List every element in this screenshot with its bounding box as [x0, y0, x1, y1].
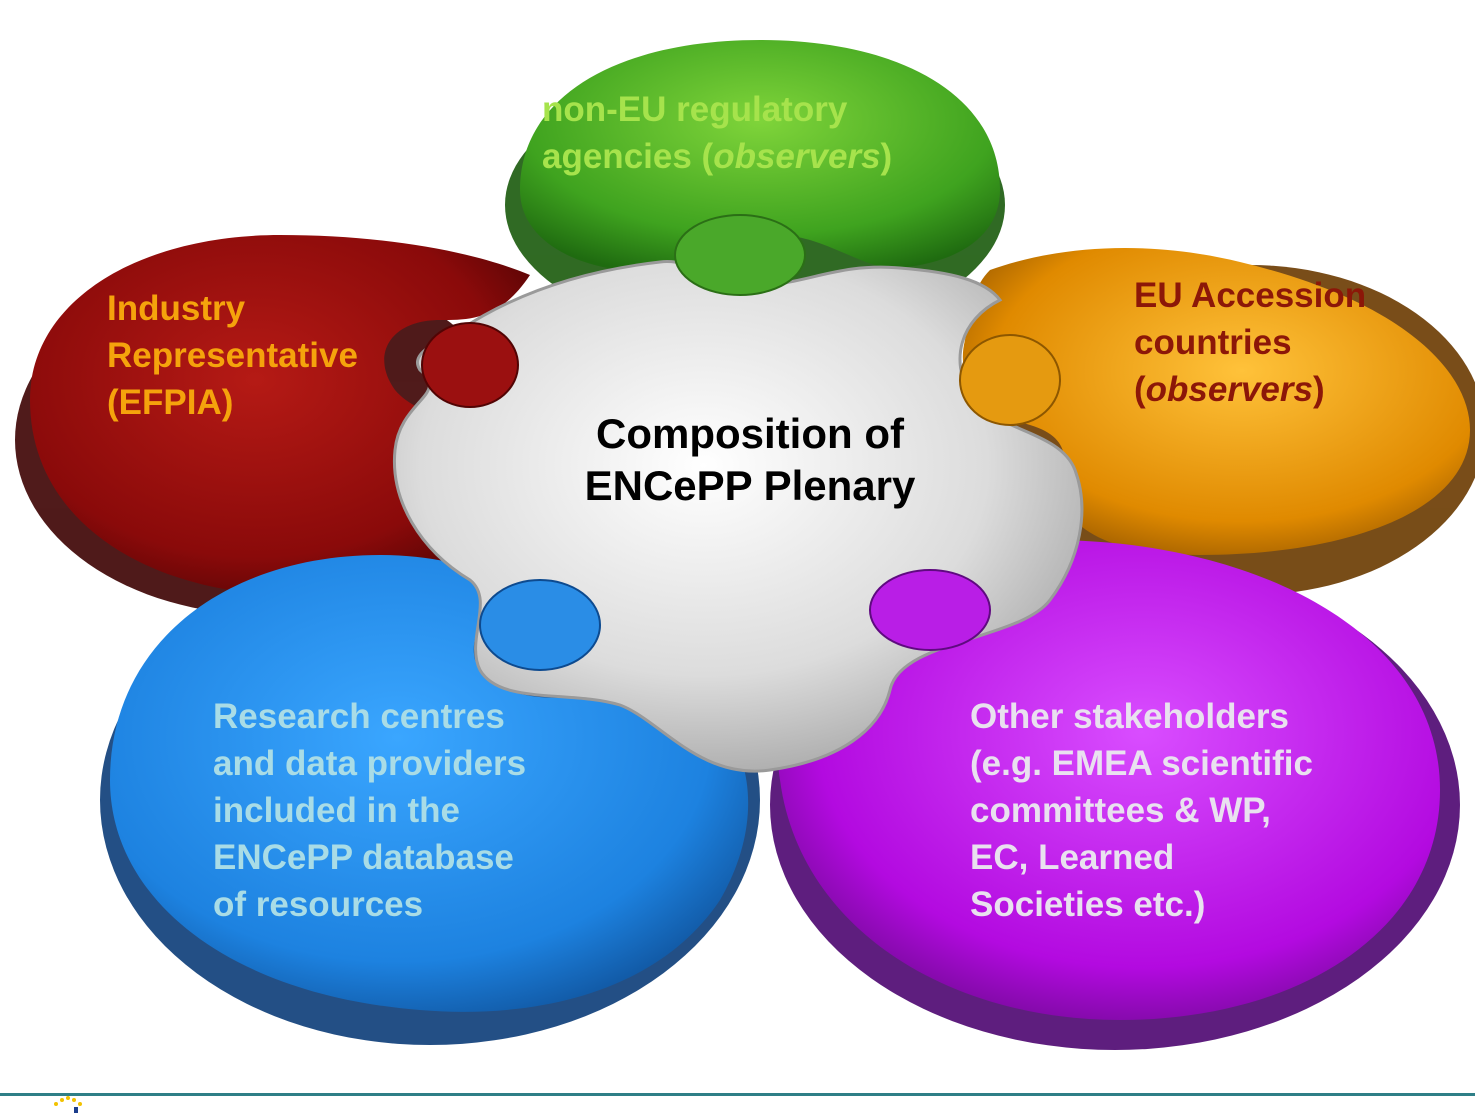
- label-blue-text: included in the: [213, 791, 460, 830]
- label-purple-text: Societies etc.): [970, 885, 1206, 924]
- label-orange-text: (: [1134, 370, 1146, 409]
- label-purple-text: (e.g. EMEA scientific: [970, 744, 1313, 783]
- label-red-text: Industry: [107, 289, 246, 328]
- label-orange-text: EU Accession: [1134, 276, 1367, 315]
- label-green-text: ): [880, 137, 893, 176]
- label-orange: EU Accession countries (observers): [1134, 272, 1366, 413]
- segment-green: [520, 40, 1000, 272]
- label-orange-text: countries: [1134, 323, 1292, 362]
- label-purple-line-1: Other stakeholders: [970, 693, 1313, 740]
- label-purple: Other stakeholders (e.g. EMEA scientific c…: [970, 693, 1313, 928]
- label-purple-text: Other stakeholders: [970, 697, 1289, 736]
- center-title: Composition of ENCePP Plenary: [520, 408, 980, 512]
- segment-blue: [110, 555, 749, 1012]
- label-red-line-3: (EFPIA): [107, 379, 358, 426]
- label-orange-text: ): [1312, 370, 1325, 409]
- label-purple-text: EC, Learned: [970, 838, 1175, 877]
- puzzle-tabs: [421, 214, 1061, 671]
- center-title-line-1: Composition of: [596, 410, 904, 457]
- label-green-text: agencies (: [542, 137, 714, 176]
- label-red-line-1: Industry: [107, 285, 358, 332]
- label-blue-line-1: Research centres: [213, 693, 526, 740]
- label-orange-line-3: (observers): [1134, 366, 1366, 413]
- segment-purple: [778, 540, 1440, 1020]
- label-green: non-EU regulatory agencies (observers): [542, 86, 892, 180]
- footer-rule: [0, 1093, 1475, 1096]
- eu-stars-logo-icon: [54, 1096, 82, 1113]
- label-purple-line-4: EC, Learned: [970, 834, 1313, 881]
- label-orange-text: observers: [1145, 370, 1313, 409]
- label-blue-text: ENCePP database: [213, 838, 514, 877]
- label-orange-line-1: EU Accession: [1134, 272, 1366, 319]
- label-blue-text: Research centres: [213, 697, 505, 736]
- label-blue-text: of resources: [213, 885, 424, 924]
- label-blue-text: and data providers: [213, 744, 527, 783]
- label-blue-line-5: of resources: [213, 881, 526, 928]
- label-blue-line-3: included in the: [213, 787, 526, 834]
- label-blue-line-4: ENCePP database: [213, 834, 526, 881]
- label-green-line-2: agencies (observers): [542, 133, 892, 180]
- label-green-line-1: non-EU regulatory: [542, 86, 892, 133]
- label-red-line-2: Representative: [107, 332, 358, 379]
- center-title-line-2: ENCePP Plenary: [584, 462, 916, 509]
- label-red-text: Representative: [107, 336, 358, 375]
- label-red-text: (EFPIA): [107, 383, 234, 422]
- label-orange-line-2: countries: [1134, 319, 1366, 366]
- segment-orange: [962, 248, 1470, 556]
- label-purple-line-3: committees & WP,: [970, 787, 1313, 834]
- label-purple-line-5: Societies etc.): [970, 881, 1313, 928]
- label-blue: Research centres and data providers includ…: [213, 693, 526, 928]
- label-green-text: observers: [713, 137, 881, 176]
- label-green-text: non-EU regulatory: [542, 90, 848, 129]
- label-purple-line-2: (e.g. EMEA scientific: [970, 740, 1313, 787]
- label-purple-text: committees & WP,: [970, 791, 1271, 830]
- label-blue-line-2: and data providers: [213, 740, 526, 787]
